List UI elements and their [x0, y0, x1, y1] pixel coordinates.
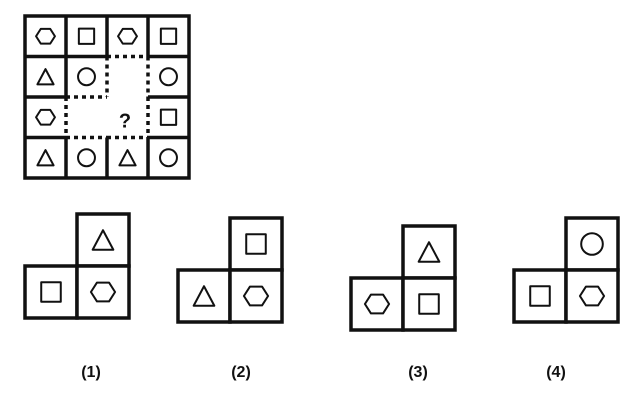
hexagon-shape — [35, 108, 56, 126]
triangle-shape — [91, 229, 115, 251]
option-cell — [23, 264, 79, 320]
answer-options — [23, 212, 620, 332]
option-2[interactable] — [176, 216, 284, 324]
triangle-shape — [36, 68, 55, 86]
circle-shape — [77, 67, 96, 87]
option-cell — [401, 224, 457, 280]
triangle-shape — [36, 149, 55, 167]
hexagon-shape — [117, 27, 138, 45]
hexagon-shape — [242, 285, 270, 307]
square-shape — [40, 281, 62, 303]
option-cell — [228, 216, 284, 272]
option-cell — [228, 268, 284, 324]
option-cell — [512, 268, 568, 324]
option-cell — [564, 216, 620, 272]
option-label-4: (4) — [546, 364, 566, 381]
option-4[interactable] — [512, 216, 620, 324]
circle-shape — [580, 232, 604, 256]
square-shape — [159, 108, 178, 126]
hexagon-shape — [363, 293, 391, 315]
circle-shape — [77, 148, 96, 168]
option-cell — [349, 276, 405, 332]
option-cell — [401, 276, 457, 332]
square-shape — [77, 27, 96, 45]
hexagon-shape — [35, 27, 56, 45]
square-shape — [529, 285, 551, 307]
option-cell — [176, 268, 232, 324]
option-3[interactable] — [349, 224, 457, 332]
circle-shape — [159, 67, 178, 87]
option-label-2: (2) — [231, 364, 251, 381]
option-cell — [75, 264, 131, 320]
hexagon-shape — [578, 285, 606, 307]
option-1[interactable] — [23, 212, 131, 320]
square-shape — [245, 233, 267, 255]
triangle-shape — [192, 285, 216, 307]
option-label-3: (3) — [408, 364, 428, 381]
triangle-shape — [118, 149, 137, 167]
square-shape — [159, 27, 178, 45]
option-cell — [75, 212, 131, 268]
hexagon-shape — [89, 281, 117, 303]
puzzle-grid — [23, 14, 191, 180]
question-mark: ? — [119, 110, 131, 132]
option-cell — [564, 268, 620, 324]
option-label-1: (1) — [81, 364, 101, 381]
square-shape — [418, 293, 440, 315]
triangle-shape — [417, 241, 441, 263]
circle-shape — [159, 148, 178, 168]
